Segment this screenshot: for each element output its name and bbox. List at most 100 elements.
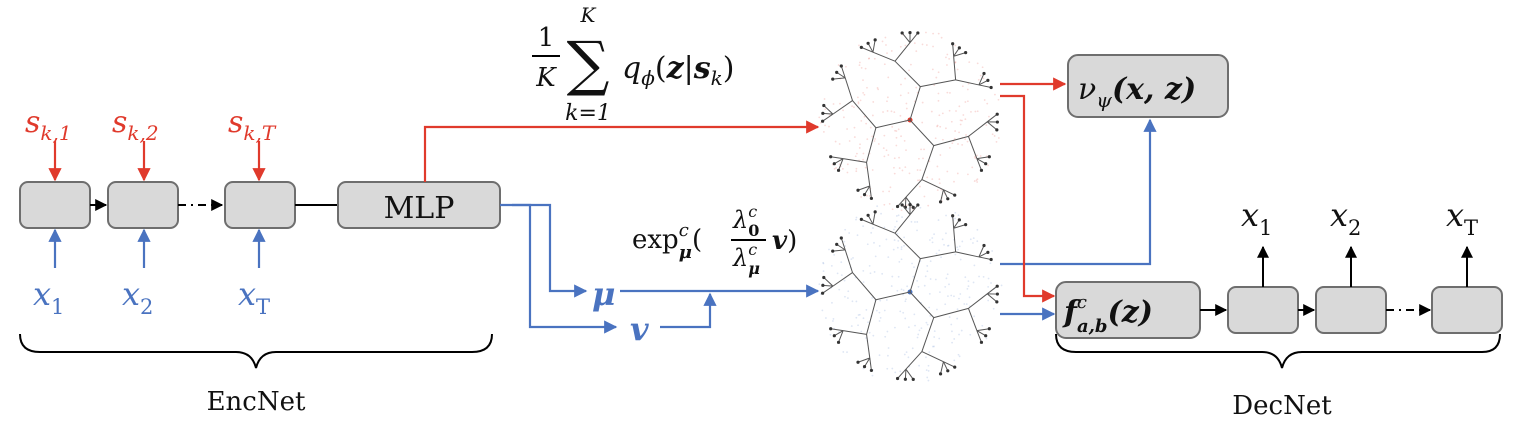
disk-halo-dot	[891, 275, 894, 278]
disk-halo-dot	[887, 347, 890, 349]
tree-node	[895, 204, 900, 209]
tree-edge	[822, 113, 834, 122]
disk-halo-dot	[989, 262, 992, 265]
tree-node	[911, 205, 915, 209]
tree-edge	[978, 84, 992, 89]
disk-halo-dot	[857, 102, 860, 105]
disk-halo-dot	[925, 31, 927, 34]
disk-halo-dot	[893, 111, 896, 114]
disk-halo-dot	[957, 143, 959, 145]
disk-halo-dot	[972, 237, 975, 240]
disk-halo-dot	[991, 133, 994, 136]
disk-halo-dot	[950, 294, 953, 297]
disk-halo-dot	[860, 120, 863, 122]
disk-halo-dot	[836, 272, 839, 275]
disk-halo-dot	[822, 131, 825, 133]
disk-halo-dot	[900, 209, 903, 212]
decnet-brace	[1055, 333, 1501, 369]
disk-halo-dot	[862, 152, 865, 155]
disk-halo-dot	[948, 316, 951, 318]
tree-node	[995, 120, 999, 124]
disk-halo-dot	[997, 137, 1000, 139]
output-x-T: xT	[1446, 196, 1478, 240]
disk-halo-dot	[936, 308, 938, 311]
disk-halo-dot	[919, 206, 922, 209]
disk-halo-dot	[882, 190, 884, 193]
disk-halo-dot	[937, 219, 940, 221]
disk-halo-dot	[886, 330, 889, 333]
disk-halo-dot	[973, 180, 976, 182]
disk-halo-dot	[871, 114, 874, 117]
disk-halo-dot	[897, 128, 900, 131]
disk-halo-dot	[945, 277, 948, 280]
disk-halo-dot	[923, 284, 926, 287]
disk-halo-dot	[906, 204, 908, 207]
disk-halo-dot	[822, 261, 825, 264]
tree-node	[900, 203, 904, 207]
mu-label: μ	[592, 275, 615, 313]
disk-halo-dot	[855, 216, 858, 219]
disk-halo-dot	[890, 110, 893, 113]
disk-halo-dot	[976, 228, 979, 231]
disk-halo-dot	[832, 318, 835, 320]
disk-halo-dot	[821, 309, 824, 312]
tree-edge	[852, 272, 877, 301]
avg-sum-bottom: k=1	[565, 101, 611, 126]
tree-edge	[909, 204, 919, 216]
disk-halo-dot	[931, 241, 934, 244]
disk-halo-dot	[935, 76, 938, 79]
disk-halo-dot	[822, 262, 825, 265]
disk-halo-dot	[928, 306, 931, 309]
disk-halo-dot	[857, 314, 860, 316]
disk-halo-dot	[855, 316, 858, 319]
disk-halo-dot	[819, 121, 822, 124]
tree-node	[989, 257, 993, 262]
disk-halo-dot	[944, 303, 947, 306]
disk-halo-dot	[873, 241, 875, 244]
disk-halo-dot	[993, 135, 996, 137]
disk-halo-dot	[968, 61, 971, 64]
disk-halo-dot	[919, 185, 921, 188]
disk-halo-dot	[904, 44, 907, 47]
disk-halo-dot	[926, 265, 929, 267]
disk-halo-dot	[844, 228, 847, 231]
decnet-label: DecNet	[1232, 391, 1332, 421]
disk-halo-dot	[913, 266, 915, 269]
tree-edge	[832, 77, 846, 80]
disk-halo-dot	[858, 147, 861, 149]
disk-halo-dot	[966, 100, 969, 103]
disk-halo-dot	[898, 156, 900, 159]
avg-sigma: ∑	[567, 29, 610, 99]
disk-halo-dot	[911, 347, 914, 350]
tree-edge	[872, 51, 896, 62]
disk-halo-dot	[946, 53, 949, 56]
tree-edge	[842, 330, 867, 335]
disk-halo-dot	[948, 283, 950, 286]
tree-edge	[864, 185, 871, 195]
disk-halo-dot	[868, 265, 871, 267]
disk-halo-dot	[846, 163, 849, 166]
disk-halo-dot	[941, 238, 944, 241]
disk-halo-dot	[949, 92, 951, 94]
disk-halo-dot	[824, 124, 826, 127]
disk-halo-dot	[918, 179, 921, 182]
tree-node	[995, 128, 999, 132]
disk-halo-dot	[936, 189, 939, 192]
disk-halo-dot	[954, 44, 957, 47]
disk-halo-dot	[858, 61, 861, 64]
disk-halo-dot	[878, 245, 881, 247]
disk-halo-dot	[953, 180, 955, 183]
disk-halo-dot	[886, 96, 889, 99]
disk-halo-dot	[970, 110, 972, 113]
disk-halo-dot	[960, 329, 963, 332]
tree-edge	[861, 218, 874, 225]
tree-edge	[920, 251, 956, 260]
tree-node	[938, 200, 943, 204]
tree-node	[946, 197, 950, 201]
disk-halo-dot	[918, 364, 920, 367]
disk-halo-dot	[948, 146, 951, 149]
disk-halo-dot	[935, 252, 938, 255]
disk-halo-dot	[919, 169, 922, 172]
disk-halo-dot	[896, 232, 899, 235]
